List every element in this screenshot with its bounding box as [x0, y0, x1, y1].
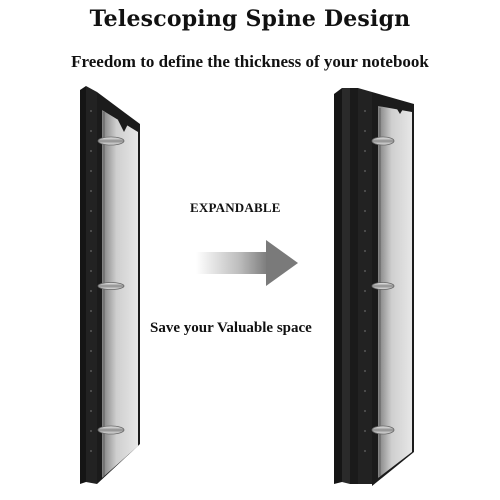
binder-ring-icon: [97, 136, 125, 435]
binder-collapsed: [80, 86, 140, 484]
expandable-label: EXPANDABLE: [190, 200, 281, 215]
binder-ring-icon: [371, 136, 395, 435]
binder-expanded-spine-holes: [364, 110, 366, 452]
page-title: Telescoping Spine Design: [89, 6, 411, 32]
binder-collapsed-spine: [86, 86, 97, 484]
right-arrow-icon: [196, 240, 298, 286]
binder-expanded-back-cover: [334, 88, 342, 484]
binder-collapsed-page: [102, 110, 138, 478]
binder-collapsed-spine-holes: [90, 110, 92, 452]
page-subtitle: Freedom to define the thickness of your …: [71, 52, 429, 71]
binder-expanded: [334, 88, 414, 486]
save-space-label: Save your Valuable space: [150, 320, 312, 336]
binder-expanded-page: [378, 106, 412, 478]
binder-collapsed-back-cover: [80, 86, 86, 484]
binder-expanded-spine: [358, 88, 372, 484]
